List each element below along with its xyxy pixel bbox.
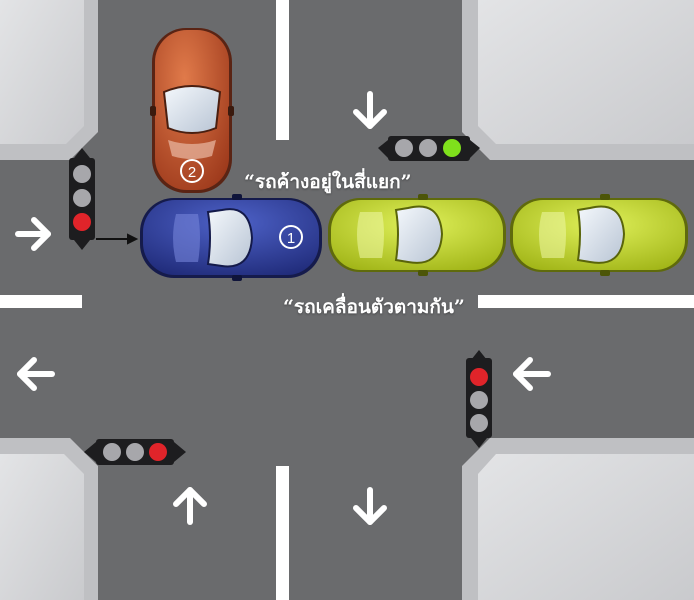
car-green-1 — [328, 194, 506, 276]
traffic-light-south — [84, 439, 186, 465]
lane-line-north — [276, 0, 289, 140]
traffic-light-north — [378, 136, 480, 161]
sidewalk-bottom-right — [462, 438, 694, 600]
car-green-2 — [510, 194, 688, 276]
lane-line-south — [276, 466, 289, 600]
arrow-down-icon — [353, 91, 387, 129]
sidewalk-bottom-left — [0, 438, 98, 600]
lane-line-east — [478, 295, 694, 308]
arrow-left-icon-east — [513, 357, 551, 391]
arrow-left-icon — [17, 357, 55, 391]
label-stuck-car: “รถค้างอยู่ในสี่แยก” — [244, 171, 412, 193]
sidewalk-top-right — [462, 0, 694, 160]
car-blue: 1 — [140, 194, 322, 281]
light-yellow-off — [419, 139, 437, 157]
traffic-light-west — [69, 148, 95, 250]
lane-line-west — [0, 295, 82, 308]
arrow-up-icon — [173, 487, 207, 525]
badge-circle — [279, 225, 303, 249]
label-moving-cars: “รถเคลื่อนตัวตามกัน” — [283, 296, 465, 318]
arrow-right-icon — [15, 217, 51, 251]
traffic-light-east — [466, 350, 492, 448]
light-green-on — [443, 139, 461, 157]
car-red-badge: 2 — [188, 164, 196, 181]
sidewalk-top-left — [0, 0, 98, 160]
badge-circle — [180, 159, 204, 183]
car-red: 2 — [150, 28, 234, 193]
light-red-off — [395, 139, 413, 157]
arrow-down-icon-south — [353, 487, 387, 525]
car-blue-badge: 1 — [287, 230, 295, 247]
pointer-arrow-icon — [96, 233, 139, 245]
